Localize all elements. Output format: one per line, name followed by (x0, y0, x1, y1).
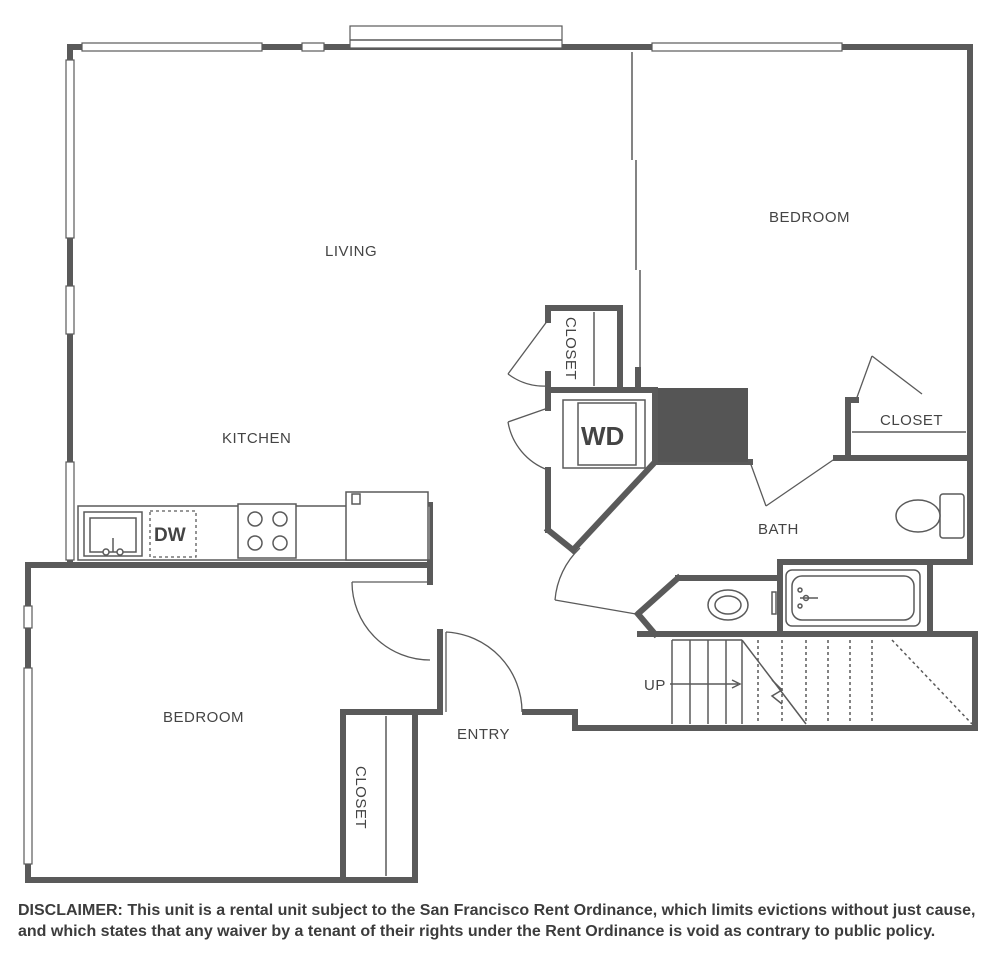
room-label-closet-right: CLOSET (880, 412, 943, 429)
doors (351, 319, 923, 713)
washer-dryer-label: WD (581, 421, 624, 451)
stairs (670, 639, 973, 725)
room-labels: LIVING KITCHEN BEDROOM BEDROOM CLOSET BA… (163, 209, 943, 829)
bath-fixtures (707, 493, 965, 627)
partition-lines (344, 52, 966, 876)
room-label-bedroom-right: BEDROOM (769, 209, 850, 226)
windows (23, 25, 843, 865)
room-label-entry: ENTRY (457, 726, 510, 743)
walls (25, 44, 978, 883)
mechanical-block (658, 388, 748, 462)
room-label-closet-left: CLOSET (352, 766, 369, 829)
kitchen-counter: DW (77, 491, 431, 561)
washer-dryer: WD (562, 388, 748, 469)
stove-icon (237, 503, 297, 559)
dishwasher-label: DW (154, 525, 186, 546)
toilet-tank-icon (939, 493, 965, 539)
toilet-icon (895, 499, 941, 533)
disclaimer-text: DISCLAIMER: This unit is a rental unit s… (18, 902, 976, 940)
room-label-closet-center: CLOSET (562, 317, 579, 380)
room-label-kitchen: KITCHEN (222, 430, 291, 447)
dishwasher (149, 510, 197, 558)
room-label-living: LIVING (325, 243, 377, 260)
stairs-up-label: UP (644, 677, 666, 694)
room-label-bedroom-left: BEDROOM (163, 709, 244, 726)
floor-plan: DW WD (23, 25, 978, 883)
room-label-bath: BATH (758, 521, 799, 538)
